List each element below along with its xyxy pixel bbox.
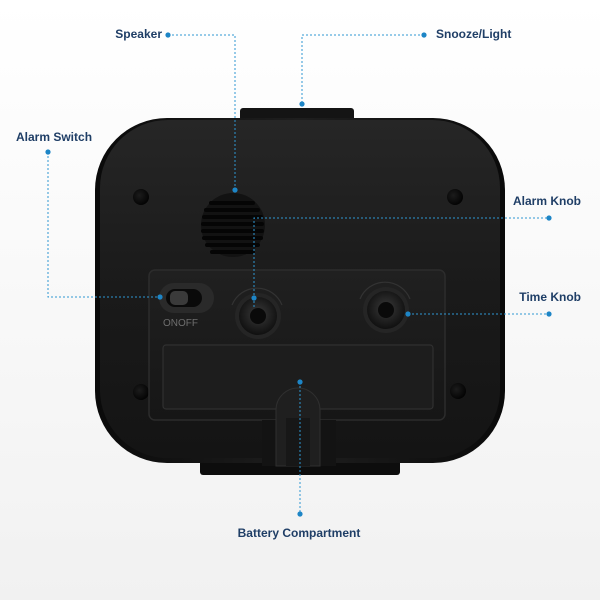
callout-time-knob: Time Knob	[519, 290, 581, 304]
leader-dot	[251, 295, 257, 301]
callout-alarm-switch: Alarm Switch	[16, 130, 93, 144]
leader-alarm-switch	[47, 152, 160, 298]
leader-dot	[299, 101, 305, 107]
screw-icon	[133, 189, 149, 205]
leader-dot	[45, 149, 51, 155]
speaker-grille	[201, 193, 265, 257]
leader-dots	[45, 32, 552, 517]
alarm-knob	[231, 287, 283, 339]
screw-icon	[450, 383, 466, 399]
callout-alarm-knob: Alarm Knob	[512, 194, 581, 208]
switch-on-label: ON	[163, 318, 178, 329]
leader-dot	[546, 311, 552, 317]
stand	[262, 387, 336, 467]
callout-speaker: Speaker	[115, 27, 162, 41]
time-knob	[359, 281, 411, 333]
callout-battery-compartment: Battery Compartment	[237, 526, 361, 540]
callout-snooze-light: Snooze/Light	[436, 27, 512, 41]
screw-icon	[447, 189, 463, 205]
leader-dot	[421, 32, 427, 38]
leader-dot	[232, 187, 238, 193]
alarm-switch	[159, 283, 214, 313]
leader-lines	[47, 34, 549, 514]
leader-dot	[297, 379, 303, 385]
leader-alarm-knob	[253, 217, 549, 307]
leader-dot	[157, 294, 163, 300]
leader-dot	[405, 311, 411, 317]
screw-icon	[133, 384, 149, 400]
leader-snooze	[301, 34, 424, 104]
switch-off-label: OFF	[178, 318, 198, 329]
leader-dot	[165, 32, 171, 38]
leader-dot	[297, 511, 303, 517]
switch-onoff-label: ONOFF	[163, 318, 198, 330]
leader-dot	[546, 215, 552, 221]
